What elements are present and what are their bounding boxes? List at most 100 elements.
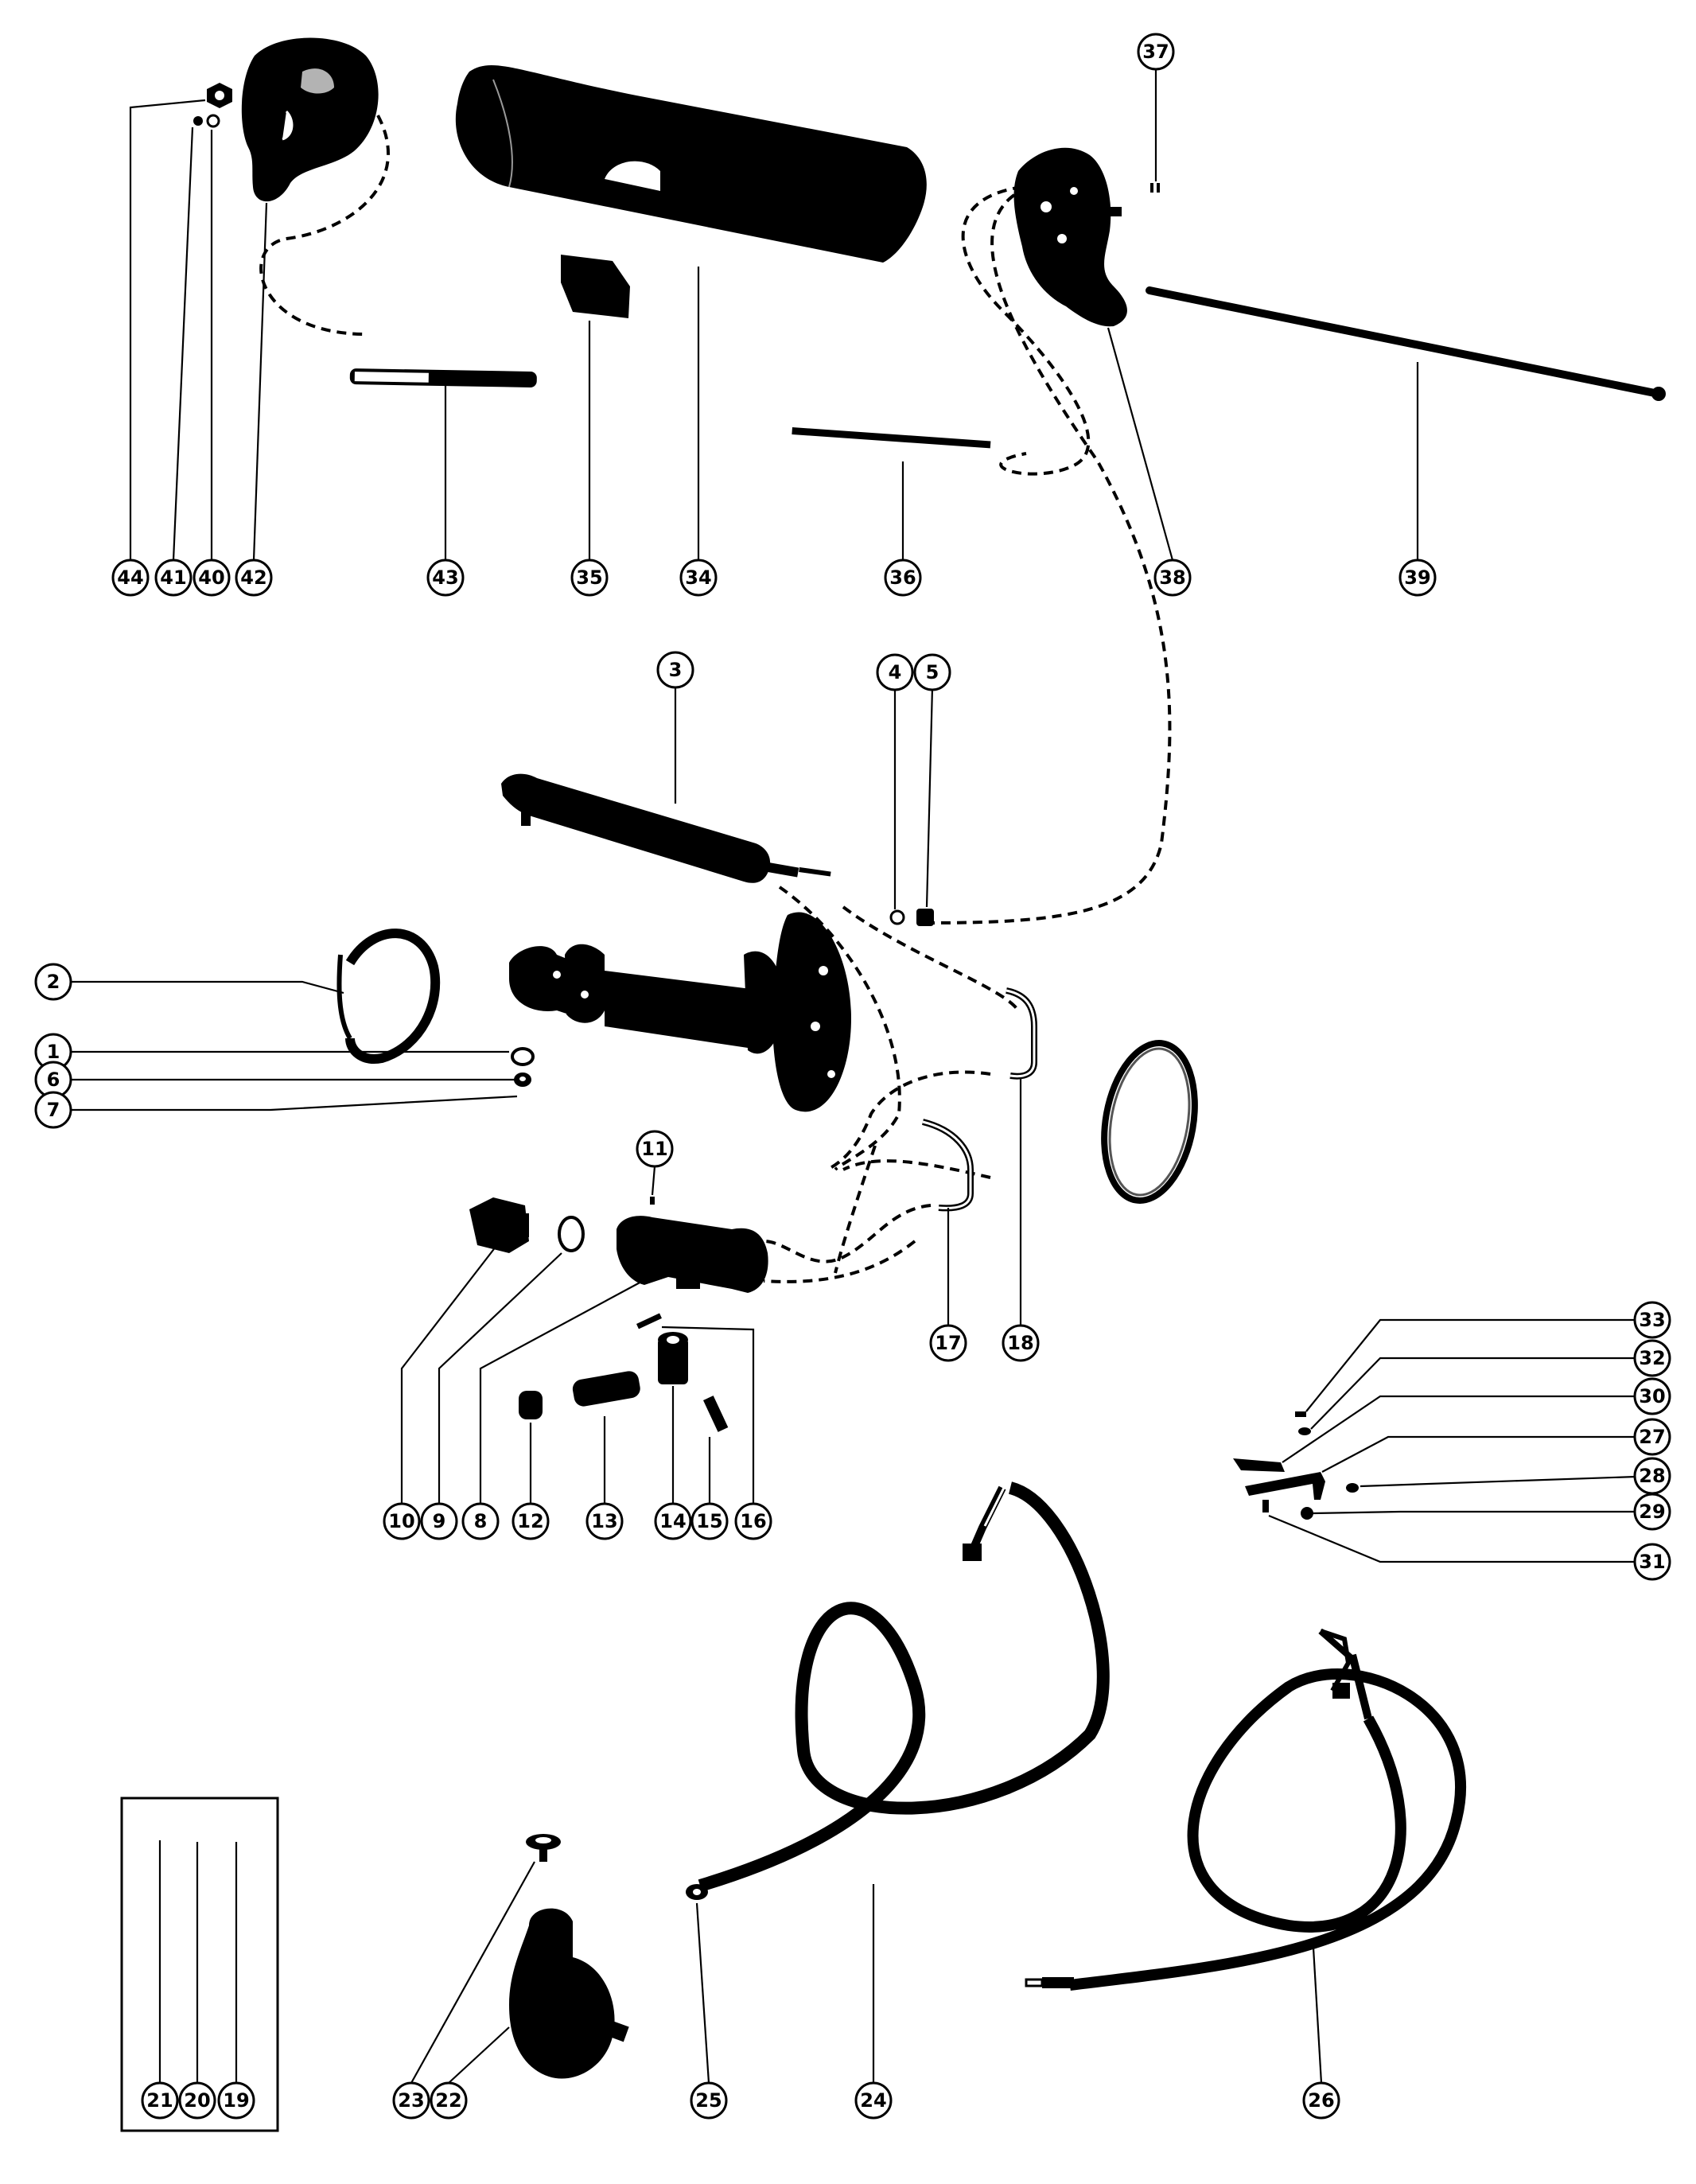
callout-33: 33 [1633,1301,1671,1339]
kit-box [120,1797,279,2132]
callout-13: 13 [585,1502,624,1540]
callout-label: 27 [1639,1426,1665,1448]
callout-label: 32 [1639,1347,1665,1369]
callout-44: 44 [111,559,150,597]
callout-label: 26 [1308,2089,1334,2112]
callout-label: 44 [117,566,143,589]
callout-32: 32 [1633,1339,1671,1377]
callout-label: 7 [47,1099,60,1121]
callout-label: 24 [860,2089,886,2112]
callout-label: 41 [160,566,186,589]
callout-18: 18 [1002,1324,1040,1362]
part-44-nut [207,83,232,108]
callout-label: 33 [1639,1309,1665,1331]
callout-8: 8 [461,1502,500,1540]
callout-label: 22 [435,2089,461,2112]
callout-15: 15 [690,1502,729,1540]
part-24-hose [698,1481,1110,1892]
callout-39: 39 [1398,559,1437,597]
callout-label: 20 [184,2089,210,2112]
part-25-fitting [686,1884,708,1900]
callout-label: 2 [47,971,60,993]
parts-27-33-small [1233,1411,1359,1520]
callout-10: 10 [383,1502,421,1540]
callout-42: 42 [235,559,273,597]
callout-label: 39 [1404,566,1430,589]
callout-22: 22 [430,2081,468,2120]
part-23-cap [526,1834,561,1862]
callout-9: 9 [420,1502,458,1540]
part-42-end-cap [241,37,379,202]
part-12-cap [519,1391,543,1419]
callout-label: 35 [576,566,602,589]
part-43-shaft [349,368,537,387]
callout-11: 11 [636,1130,674,1168]
callout-label: 28 [1639,1465,1665,1487]
callout-label: 36 [889,566,916,589]
part-13-spring [572,1371,640,1407]
callout-16: 16 [734,1502,772,1540]
callout-36: 36 [884,559,922,597]
callout-label: 31 [1639,1551,1665,1573]
callout-label: 16 [740,1510,766,1532]
part-26-hose [1025,1628,1466,1991]
callout-label: 43 [432,566,458,589]
callout-3: 3 [656,651,694,689]
callout-label: 13 [591,1510,617,1532]
callout-19: 19 [217,2081,255,2120]
callout-12: 12 [512,1502,550,1540]
callout-5: 5 [913,653,951,691]
callout-14: 14 [654,1502,692,1540]
part-2-snap-ring [336,928,441,1064]
callout-label: 1 [47,1041,60,1063]
callout-label: 19 [223,2089,249,2112]
callout-28: 28 [1633,1457,1671,1495]
part-15-bolt [703,1396,729,1432]
part-41-ball [193,116,203,126]
callout-40: 40 [193,559,231,597]
part-34-cylinder-housing [455,64,927,263]
callout-label: 30 [1639,1385,1665,1407]
part-8-valve-body [617,1216,768,1293]
callout-label: 34 [685,566,711,589]
callout-label: 40 [198,566,224,589]
callout-17: 17 [929,1324,967,1362]
part-39-tie-rod [1146,286,1666,401]
callout-label: 29 [1639,1501,1665,1523]
callout-34: 34 [679,559,718,597]
callout-label: 42 [240,566,266,589]
callout-35: 35 [570,559,609,597]
callout-41: 41 [154,559,193,597]
assembly-dashed-lines [259,115,1172,1283]
callout-37: 37 [1137,33,1175,71]
leader-lines [71,69,1659,2084]
callout-20: 20 [178,2081,216,2120]
callout-label: 10 [388,1510,414,1532]
callout-23: 23 [392,2081,430,2120]
part-7-washer [514,1073,531,1087]
callout-label: 21 [146,2089,173,2112]
part-40-ring [206,114,220,128]
callout-31: 31 [1633,1543,1671,1581]
part-11-pin [650,1197,655,1205]
part-4-ring [889,909,905,925]
callout-label: 11 [641,1138,667,1160]
callout-43: 43 [426,559,465,597]
part-37-pin [1150,183,1160,193]
callout-label: 25 [695,2089,722,2112]
part-gasket-ring-right [1101,1040,1198,1204]
part-22-pump [509,1908,629,2079]
callout-label: 4 [889,661,902,683]
callout-label: 17 [935,1332,961,1354]
callout-label: 3 [669,659,683,681]
callout-label: 14 [659,1510,686,1532]
callout-26: 26 [1302,2081,1340,2120]
part-17-tube [921,1119,974,1212]
callout-label: 38 [1159,566,1185,589]
callout-label: 37 [1142,41,1169,63]
callout-label: 18 [1007,1332,1033,1354]
callout-7: 7 [34,1091,72,1129]
part-9-o-ring [558,1216,585,1252]
part-35-plate [561,255,630,318]
